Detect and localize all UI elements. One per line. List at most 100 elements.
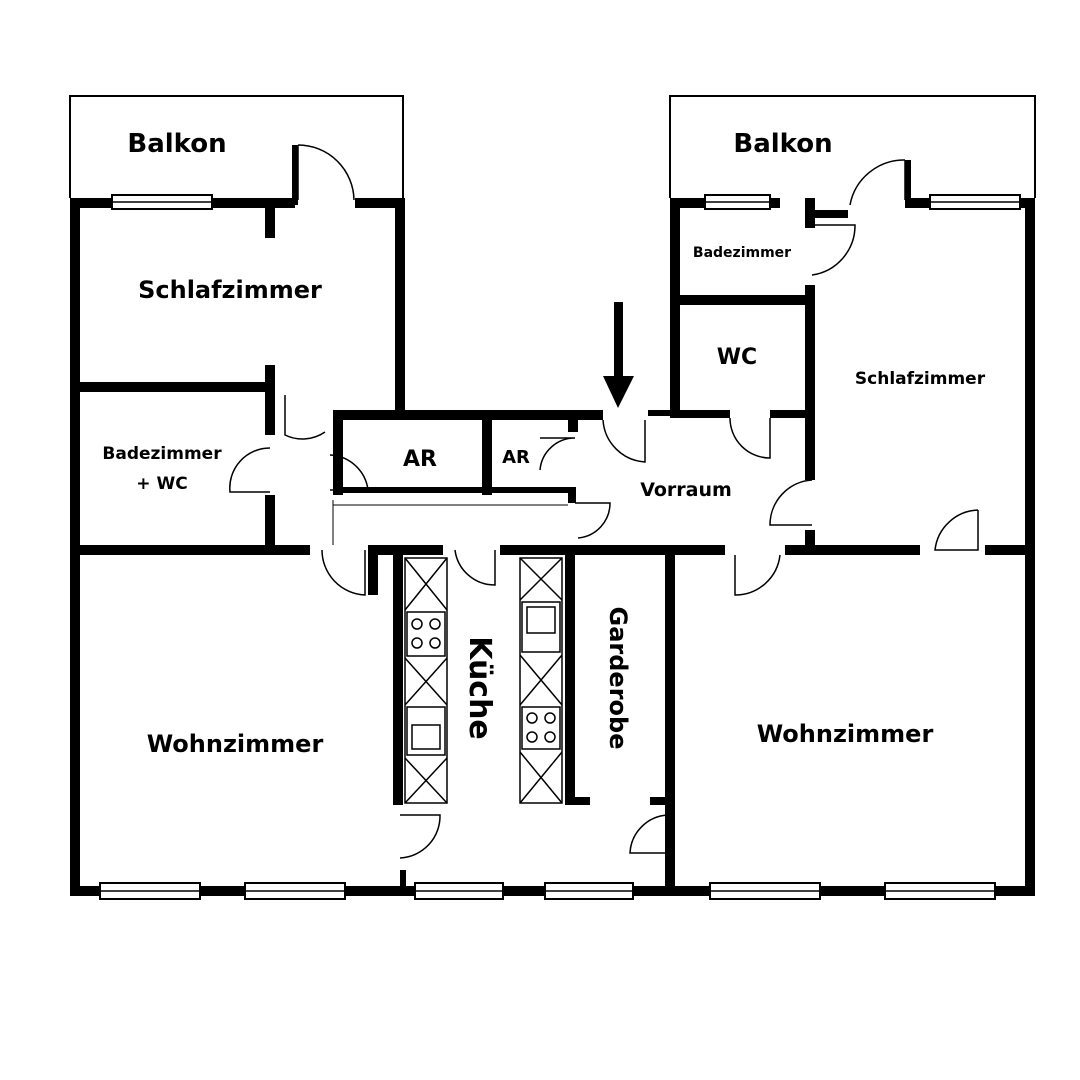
label-wc: WC xyxy=(717,345,757,370)
door-schlaf-right xyxy=(769,479,813,526)
balkon-right-outline xyxy=(669,95,1036,198)
label-badezimmer-right: Badezimmer xyxy=(693,245,791,261)
door-schlaf-right-b xyxy=(934,509,979,551)
label-schlafzimmer-right: Schlafzimmer xyxy=(855,369,986,389)
wall-garderobe-foot xyxy=(650,797,670,805)
label-schlafzimmer-left: Schlafzimmer xyxy=(138,276,322,304)
label-wohnzimmer-right: Wohnzimmer xyxy=(757,720,934,748)
burner-icon xyxy=(544,731,556,743)
label-ar-1: AR xyxy=(403,447,437,472)
wall-kueche-right xyxy=(565,555,575,805)
burner-icon xyxy=(429,637,441,649)
wall-door-jamb-balkon-left xyxy=(292,145,298,205)
kitchen-counter-right xyxy=(519,557,563,804)
corridor-outline xyxy=(332,500,568,545)
door-wohn-right xyxy=(734,554,781,596)
stove-left xyxy=(406,611,446,657)
wall-kueche-left xyxy=(393,555,403,805)
wall-corr-stub xyxy=(368,545,378,595)
wall-kueche-right-foot xyxy=(565,797,590,805)
wall-ar-bottom xyxy=(333,487,483,493)
label-vorraum: Vorraum xyxy=(640,479,732,501)
window-balkon-right-a xyxy=(704,194,771,210)
wall-door-jamb-balkon-right xyxy=(905,160,911,205)
wall-bad-door-stub xyxy=(808,210,848,218)
door-corridor-bad xyxy=(329,454,369,491)
wall-corridor-right xyxy=(785,545,920,555)
wall-garderobe-right xyxy=(665,555,675,895)
window-balkon-right-b xyxy=(929,194,1021,210)
wall-schlaf-bad-left xyxy=(70,382,275,392)
burner-icon xyxy=(429,618,441,630)
label-kueche: Küche xyxy=(462,636,497,740)
wall-vorraum-right-a xyxy=(805,460,815,480)
door-bad-left-b xyxy=(284,395,326,440)
wall-corridor-mid xyxy=(500,545,725,555)
wall-bad-left-right-bottom xyxy=(265,495,275,550)
burner-icon xyxy=(526,731,538,743)
door-corridor-vorraum xyxy=(575,502,611,539)
door-balkon-right xyxy=(849,159,906,206)
label-wohnzimmer-left: Wohnzimmer xyxy=(147,730,324,758)
label-balkon-left: Balkon xyxy=(127,129,226,159)
door-wohn-left xyxy=(321,549,366,596)
door-garderobe-bottom xyxy=(629,814,669,854)
label-badezimmer-wc-line1: Badezimmer xyxy=(102,444,222,464)
entrance-arrow-icon xyxy=(603,302,634,408)
windows xyxy=(99,194,1021,900)
counter-left-cabinets xyxy=(404,557,448,804)
wall-ar-left xyxy=(333,410,343,495)
window-bottom-1 xyxy=(99,882,201,900)
window-balkon-left xyxy=(111,194,213,210)
sink-basin-icon xyxy=(411,724,441,750)
window-bottom-3 xyxy=(414,882,504,900)
room-labels: Balkon Balkon Schlafzimmer Schlafzimmer … xyxy=(102,129,985,758)
window-bottom-6 xyxy=(884,882,996,900)
window-bottom-4 xyxy=(544,882,634,900)
burner-icon xyxy=(411,618,423,630)
window-bottom-5 xyxy=(709,882,821,900)
wall-ar-top xyxy=(333,410,603,420)
wall-corridor-right-b xyxy=(985,545,1035,555)
wall-ar-divider xyxy=(482,410,492,495)
wall-wc-bottom-b xyxy=(770,410,815,418)
door-ar2 xyxy=(539,437,576,471)
wall-schlaf-left-right xyxy=(395,198,405,420)
wall-bad-wc-right xyxy=(805,285,815,460)
sink-basin-icon xyxy=(526,606,556,634)
door-bad-left xyxy=(229,447,271,493)
door-kueche-bottom xyxy=(399,814,441,859)
wall-corridor-left xyxy=(70,545,310,555)
wall-vorraum-right-b xyxy=(805,530,815,555)
doors xyxy=(229,144,979,859)
wall-top-left-b xyxy=(355,198,405,208)
balkon-left-outline xyxy=(69,95,404,198)
wall-ar2-right-b xyxy=(568,487,576,503)
kitchen-counter-left xyxy=(404,557,448,804)
stove-right xyxy=(521,706,561,750)
wall-wc-bottom-a xyxy=(670,410,730,418)
label-garderobe: Garderobe xyxy=(604,607,632,750)
door-kueche xyxy=(454,549,496,586)
wall-ar2-bottom xyxy=(492,487,572,493)
wall-corridor-kueche xyxy=(378,545,443,555)
wall-stub-schlaf xyxy=(265,198,275,238)
wall-wc-bottom-c xyxy=(648,410,678,416)
burner-icon xyxy=(544,712,556,724)
counter-right-cabinets xyxy=(519,557,563,804)
label-badezimmer-wc-line2: + WC xyxy=(136,474,187,494)
label-balkon-right: Balkon xyxy=(733,129,832,159)
burner-icon xyxy=(411,637,423,649)
door-wc xyxy=(729,417,771,459)
wall-bad-right-left xyxy=(670,198,680,413)
wall-kueche-foot xyxy=(400,870,406,890)
door-balkon-left xyxy=(297,144,355,201)
window-bottom-2 xyxy=(244,882,346,900)
burner-icon xyxy=(526,712,538,724)
wall-ar2-right xyxy=(568,410,578,432)
wall-bad-wc xyxy=(670,295,815,305)
label-ar-2: AR xyxy=(502,447,530,468)
wall-bad-left-right-top xyxy=(265,365,275,435)
door-entrance xyxy=(602,419,646,463)
